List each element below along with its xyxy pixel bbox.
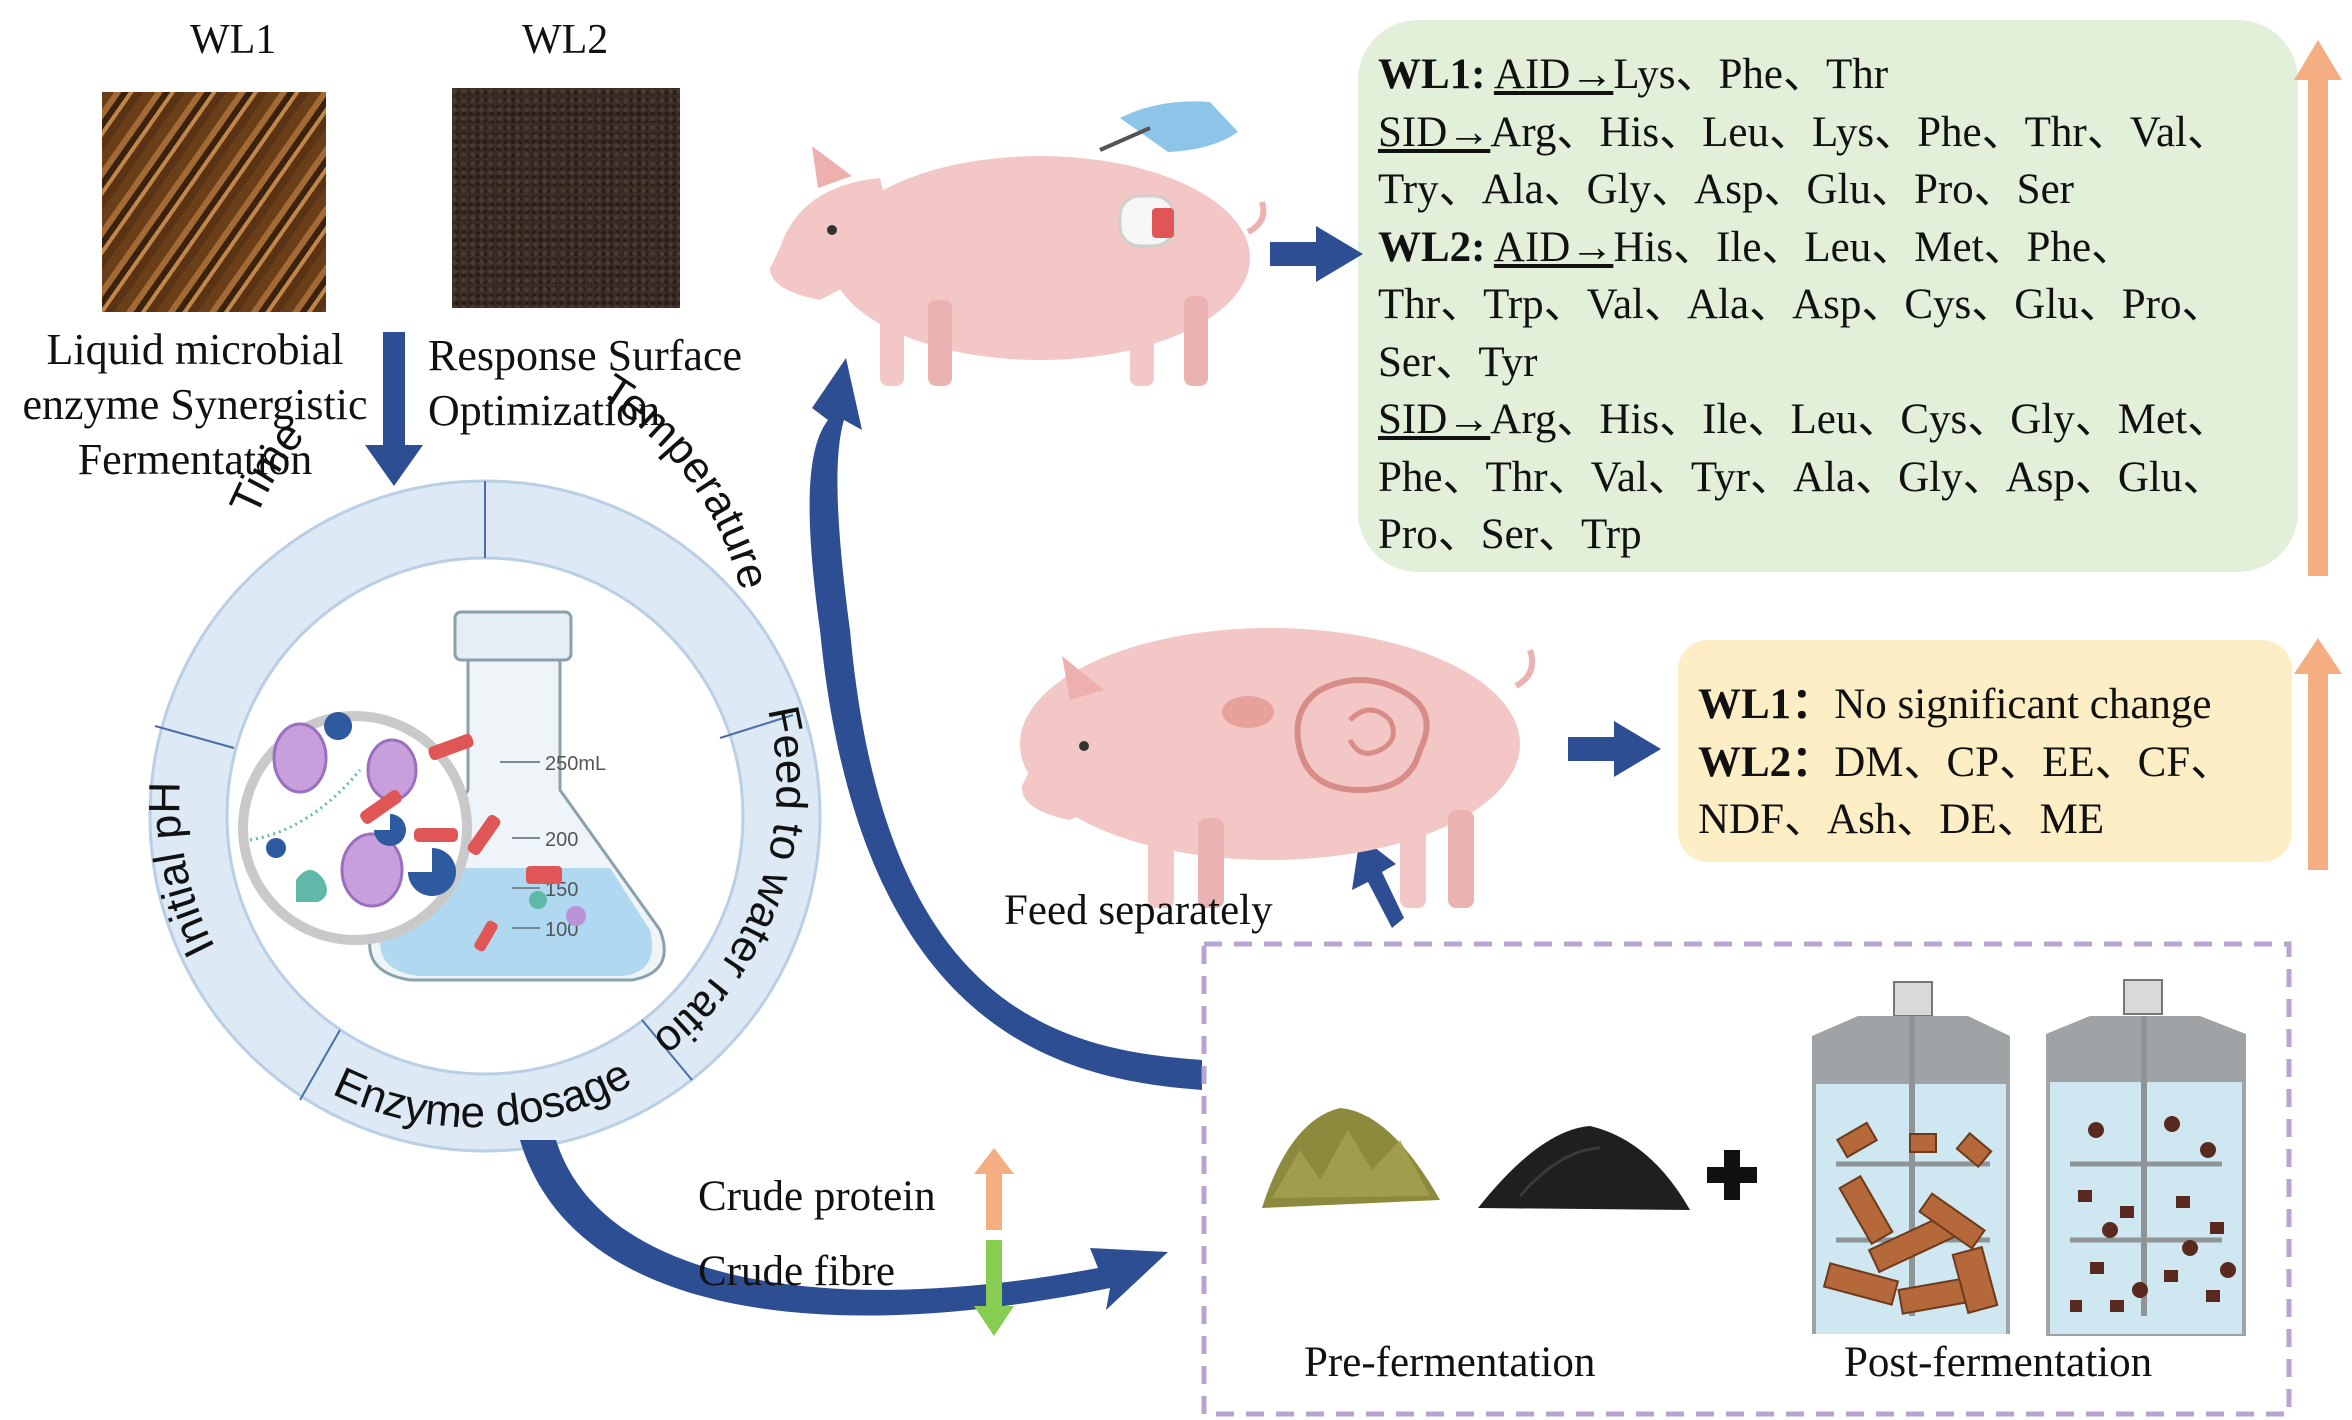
pig-bottom-icon bbox=[1020, 628, 1536, 908]
wl1-nutrient-title: WL1： bbox=[1698, 681, 1835, 728]
wl2-photo bbox=[452, 88, 680, 308]
fermenter-left-icon bbox=[1812, 981, 2010, 1334]
crude-protein-label: Crude protein bbox=[698, 1173, 936, 1220]
wl2-method-line-1: Response Surface bbox=[428, 331, 743, 380]
wl1-digest-title: WL1: bbox=[1378, 51, 1486, 98]
protein-up-arrow bbox=[974, 1148, 1014, 1230]
wl1-sid-label: SID→ bbox=[1378, 108, 1491, 156]
wl1-label: WL1 bbox=[190, 17, 277, 63]
increase-arrow-digestibility bbox=[2294, 40, 2342, 576]
flask-mark-250: 250mL bbox=[545, 753, 606, 775]
wl1-aid-label: AID→ bbox=[1493, 51, 1614, 98]
wl1-method-line-1: Liquid microbial bbox=[46, 325, 344, 374]
flask-mark-150: 150 bbox=[545, 879, 578, 901]
wl1-sid-values-b: Try、Ala、Gly、Asp、Glu、Pro、Ser bbox=[1378, 166, 2074, 213]
wl2-method: Response Surface Optimization bbox=[428, 328, 742, 438]
flask-mark-200: 200 bbox=[545, 829, 578, 851]
wl1-method-line-3: Fermentation bbox=[77, 435, 313, 484]
curved-arrow-up bbox=[809, 358, 1202, 1090]
digestibility-box bbox=[1358, 20, 2298, 572]
crude-fibre-label: Crude fibre bbox=[698, 1248, 896, 1295]
wl2-nutrient-values-b: NDF、Ash、DE、ME bbox=[1698, 796, 2105, 843]
wl1-nutrient-values: No significant change bbox=[1834, 681, 2212, 728]
wl1-method: Liquid microbial enzyme Synergistic Ferm… bbox=[0, 322, 390, 487]
right-arrow-top bbox=[1270, 226, 1363, 282]
down-arrow bbox=[365, 332, 423, 486]
wl2-sid-label: SID→ bbox=[1378, 396, 1491, 443]
wl1-aid-values: Lys、Phe、Thr bbox=[1613, 51, 1889, 98]
wl2-sid-values-a: Arg、His、Ile、Leu、Cys、Gly、Met、 bbox=[1490, 396, 2231, 443]
wl2-aid-values-b: Thr、Trp、Val、Ala、Asp、Cys、Glu、Pro、 bbox=[1378, 281, 2225, 328]
wl2-method-line-2: Optimization bbox=[428, 386, 661, 435]
wl2-aid-label: AID→ bbox=[1493, 223, 1614, 271]
magnifier-icon bbox=[238, 711, 501, 945]
wl1-photo bbox=[102, 92, 326, 312]
curved-arrow-right bbox=[520, 1140, 1168, 1316]
digestibility-text: WL1: AID→Lys、Phe、Thr SID→Arg、His、Leu、Lys… bbox=[1378, 46, 2230, 564]
flow-arrows bbox=[365, 226, 1661, 1316]
feed-up-arrow bbox=[1352, 836, 1404, 928]
increase-arrows bbox=[974, 40, 2342, 1230]
wl2-label: WL2 bbox=[522, 17, 609, 63]
wl2-sid-values-c: Pro、Ser、Trp bbox=[1378, 511, 1642, 558]
fibre-down-arrow bbox=[974, 1240, 1014, 1336]
pig-top-icon bbox=[770, 101, 1267, 386]
feed-separately-label: Feed separately bbox=[1004, 887, 1273, 934]
pre-fermentation-icon bbox=[1262, 1108, 1690, 1210]
wl2-nutrient-values-a: DM、CP、EE、CF、 bbox=[1834, 738, 2234, 786]
post-fermentation-label: Post-fermentation bbox=[1844, 1339, 2153, 1386]
wl2-aid-values-a: His、Ile、Leu、Met、Phe、 bbox=[1613, 223, 2135, 271]
nutrient-box bbox=[1678, 640, 2292, 862]
wl2-digest-title: WL2: bbox=[1378, 223, 1486, 271]
wl2-nutrient-title: WL2： bbox=[1698, 738, 1835, 786]
fermenter-right-icon bbox=[2046, 979, 2246, 1336]
flask-mark-100: 100 bbox=[545, 919, 578, 941]
wl2-sid-values-b: Phe、Thr、Val、Tyr、Ala、Gly、Asp、Glu、 bbox=[1378, 453, 2226, 501]
increase-arrow-nutrients bbox=[2294, 638, 2342, 870]
plus-icon bbox=[1707, 1150, 1757, 1200]
fermentation-box bbox=[1201, 941, 2292, 1417]
pre-fermentation-label: Pre-fermentation bbox=[1304, 1339, 1596, 1386]
wl1-method-line-2: enzyme Synergistic bbox=[22, 380, 368, 429]
wl1-sid-values-a: Arg、His、Leu、Lys、Phe、Thr、Val、 bbox=[1490, 108, 2231, 156]
wl2-aid-values-c: Ser、Tyr bbox=[1378, 338, 1538, 386]
right-arrow-bottom bbox=[1568, 721, 1661, 777]
nutrient-text: WL1：No significant change WL2：DM、CP、EE、C… bbox=[1698, 676, 2233, 849]
